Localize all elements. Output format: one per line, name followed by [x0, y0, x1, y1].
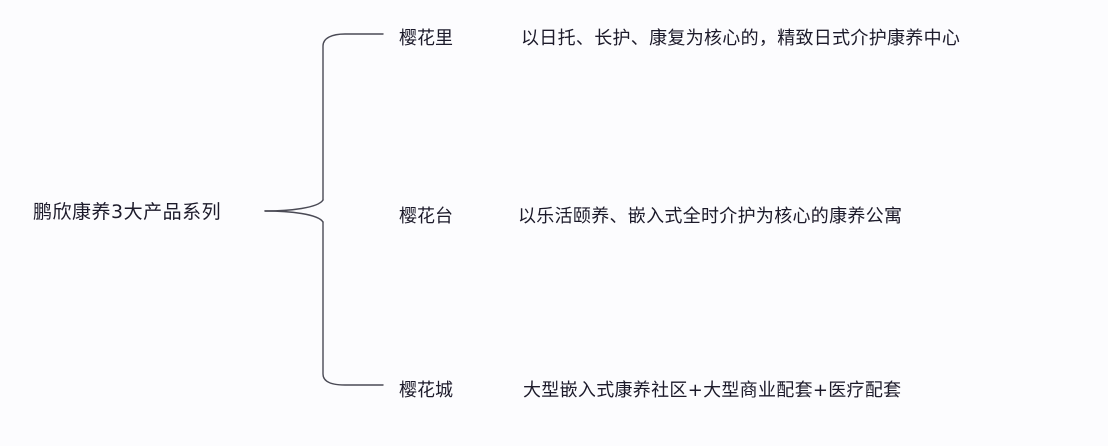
branch-description: 以乐活颐养、嵌入式全时介护为核心的康养公寓	[518, 206, 903, 227]
branch-name: 樱花台	[399, 206, 453, 227]
branch-description: 以日托、长护、康复为核心的，精致日式介护康养中心	[521, 28, 961, 49]
branch-description: 大型嵌入式康养社区+大型商业配套+医疗配套	[523, 380, 902, 401]
root-node-label: 鹏欣康养3大产品系列	[33, 201, 222, 223]
branch-name: 樱花城	[399, 380, 453, 401]
branch-name: 樱花里	[399, 28, 453, 49]
